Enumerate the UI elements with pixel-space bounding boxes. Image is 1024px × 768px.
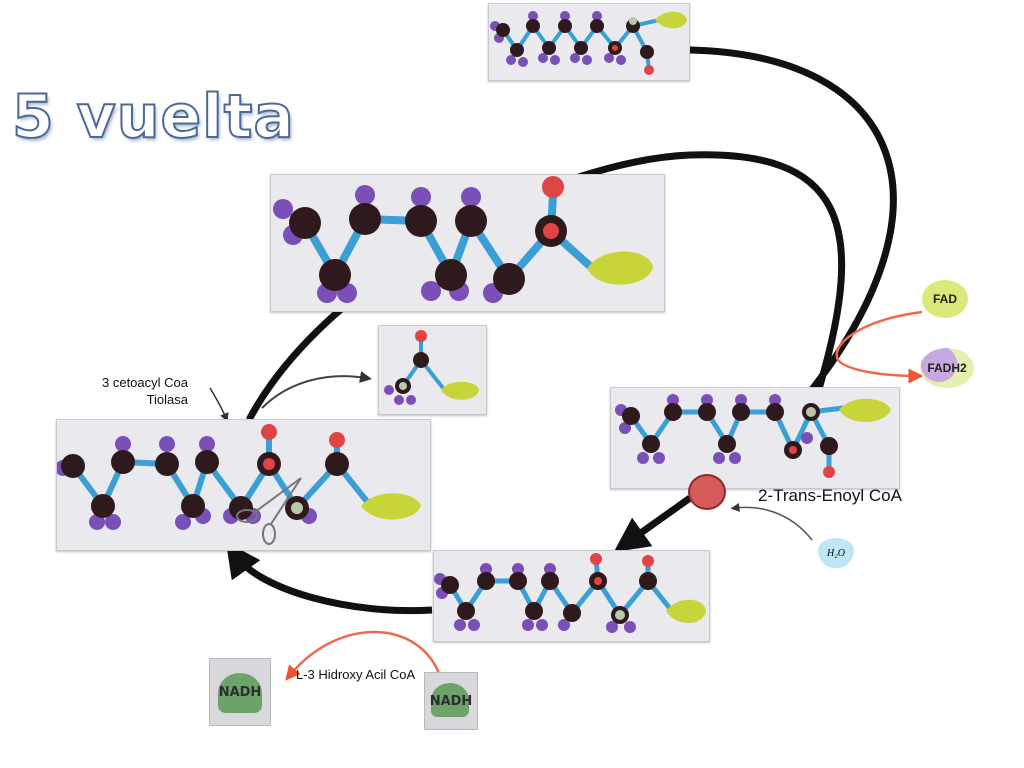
label-cetoacyl: 3 cetoacyl Coa Tiolasa <box>70 374 188 408</box>
arrow-tiolasa <box>209 387 229 423</box>
arrow-water <box>730 502 813 541</box>
fad-badge: FAD <box>922 280 968 318</box>
arrow-hydroxy-to-ketoacyl <box>225 541 433 615</box>
nadh-left-icon <box>218 673 262 713</box>
arrow-top-to-enoyl <box>686 46 897 396</box>
fad-label: FAD <box>933 292 957 306</box>
water-drop-icon: H₂O <box>818 538 854 568</box>
oxygen-atom-icon <box>688 474 726 510</box>
molecule-hydroxy-drawing <box>434 553 706 633</box>
molecule-photo-enoyl <box>610 387 900 489</box>
arrow-to-acetyl <box>261 371 372 409</box>
molecule-large-drawing <box>273 176 653 303</box>
molecule-acetyl-drawing <box>384 330 479 405</box>
nadh-card-left: NADH <box>209 658 271 726</box>
molecule-enoyl-drawing <box>615 394 891 478</box>
nadh-left-label: NADH <box>218 684 262 700</box>
molecule-photo-acetyl <box>378 325 487 415</box>
fadh2-label: FADH2 <box>927 361 967 375</box>
arrow-fad-fadh2 <box>835 310 924 384</box>
molecule-photo-ketoacyl <box>56 419 431 551</box>
page-title: 5 vuelta <box>11 81 295 153</box>
molecule-photo-top <box>488 3 690 81</box>
label-cetoacyl-line1: 3 cetoacyl Coa <box>102 375 188 390</box>
arrow-nadh <box>285 630 442 681</box>
molecule-top-drawing <box>490 11 687 75</box>
water-label: H₂O <box>827 547 845 559</box>
nadh-right-label: NADH <box>429 693 473 709</box>
nadh-card-right: NADH <box>424 672 478 730</box>
fadh2-badge: FADH2 <box>920 348 974 388</box>
label-trans-enoyl: 2-Trans-Enoyl CoA <box>758 486 902 505</box>
label-tiolasa: Tiolasa <box>146 392 188 407</box>
label-hidroxy-acil: L-3 Hidroxy Acil CoA <box>296 667 416 682</box>
scissors-icon <box>236 477 302 545</box>
molecule-photo-large <box>270 174 665 312</box>
nadh-right-icon <box>431 683 469 717</box>
molecule-photo-hydroxy <box>433 550 710 642</box>
molecule-ketoacyl-drawing <box>57 424 421 545</box>
arrow-enoyl-to-hydroxy <box>613 495 693 553</box>
